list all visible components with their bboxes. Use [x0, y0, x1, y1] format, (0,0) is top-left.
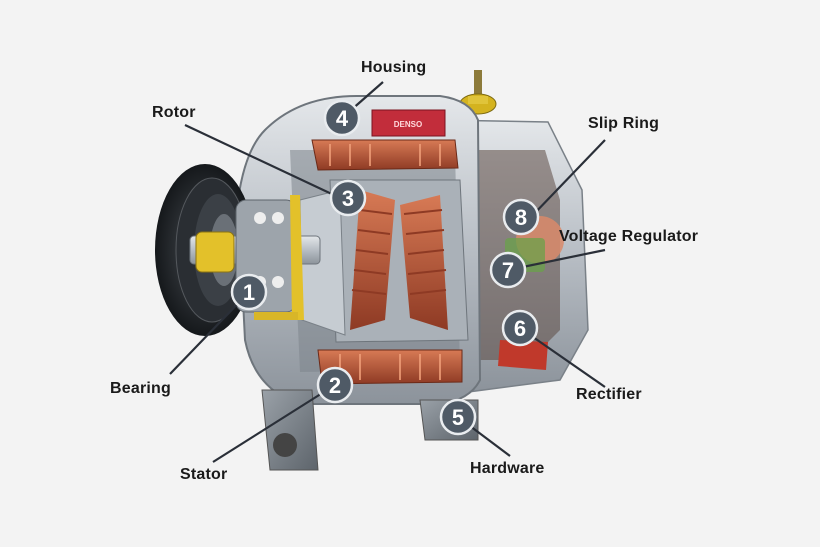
svg-text:1: 1 [243, 280, 255, 305]
badge-8: 8 [502, 198, 540, 236]
label-bearing: Bearing [110, 380, 171, 397]
svg-text:5: 5 [452, 405, 464, 430]
svg-text:2: 2 [329, 373, 341, 398]
stator-windings [311, 139, 463, 385]
rotor-assembly [299, 179, 469, 343]
svg-text:DENSO: DENSO [394, 120, 422, 129]
svg-text:6: 6 [514, 316, 526, 341]
label-rotor: Rotor [152, 104, 196, 121]
rectifier-red-lead [498, 340, 548, 370]
badge-5: 5 [439, 398, 477, 436]
label-voltage-regulator: Voltage Regulator [559, 228, 699, 245]
denso-plate: DENSO [371, 109, 446, 137]
label-hardware: Hardware [470, 460, 545, 477]
badge-3: 3 [329, 179, 367, 217]
label-housing: Housing [361, 59, 427, 76]
svg-text:3: 3 [342, 186, 354, 211]
badge-2: 2 [316, 366, 354, 404]
label-slip-ring: Slip Ring [588, 115, 660, 132]
badge-4: 4 [323, 99, 361, 137]
badge-1: 1 [230, 273, 268, 311]
badge-7: 7 [489, 251, 527, 289]
svg-text:8: 8 [515, 205, 527, 230]
badge-6: 6 [501, 309, 539, 347]
svg-text:7: 7 [502, 258, 514, 283]
label-rectifier: Rectifier [576, 386, 642, 403]
svg-text:4: 4 [336, 106, 349, 131]
label-stator: Stator [180, 466, 228, 483]
